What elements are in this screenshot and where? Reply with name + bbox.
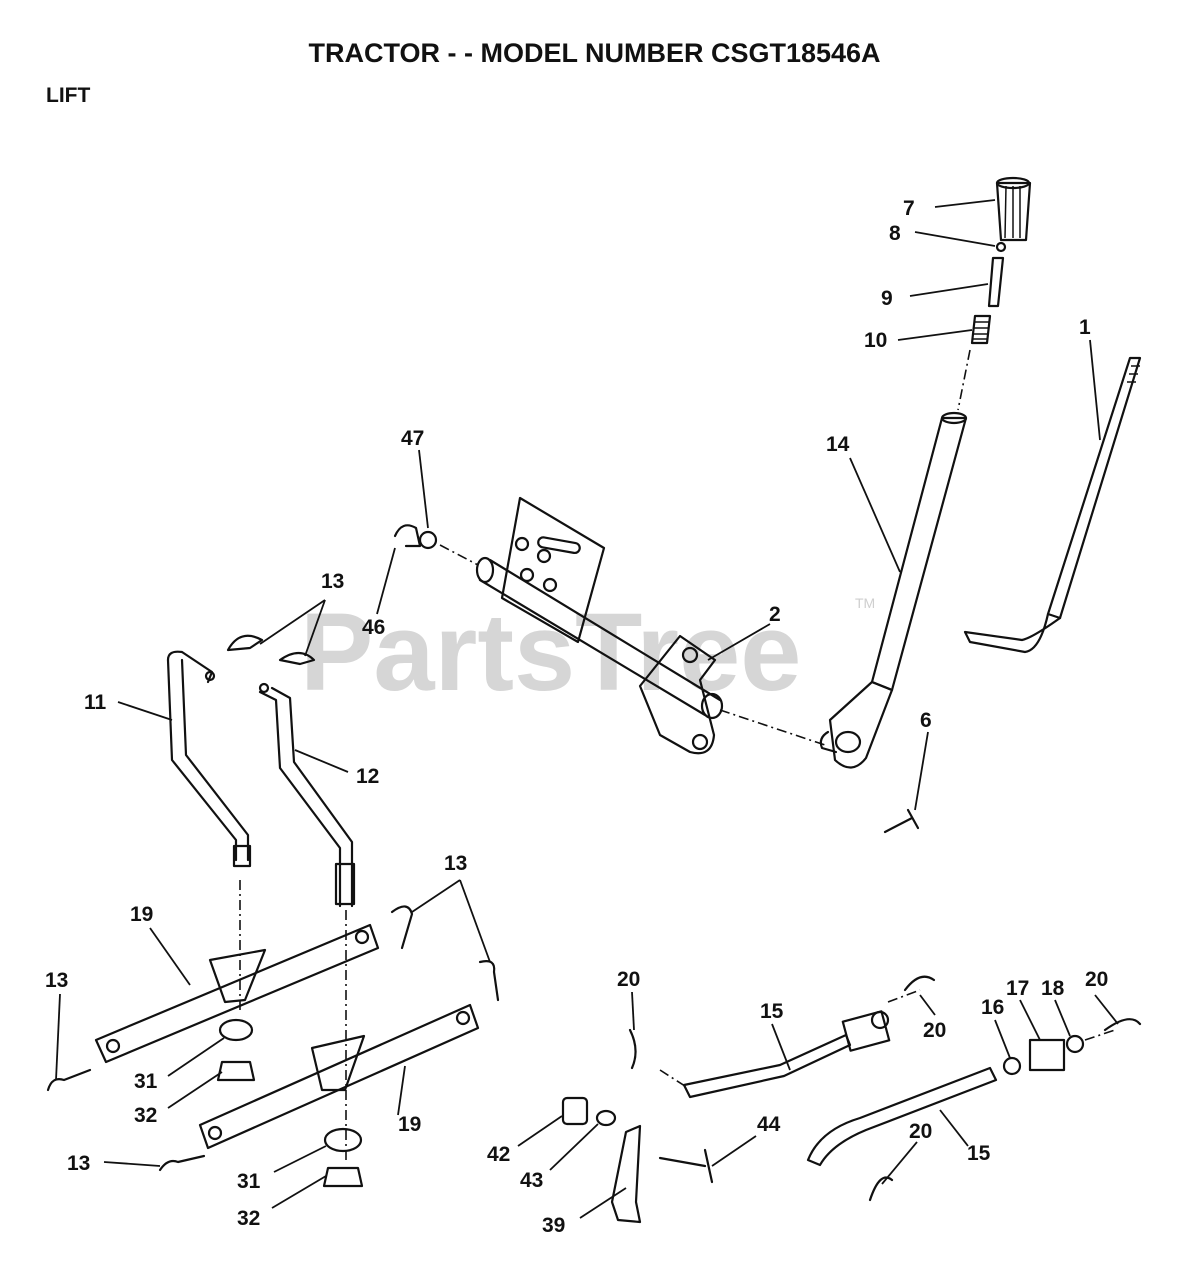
- part-lift-shaft: [475, 496, 724, 755]
- part-spacer-lower: [323, 1127, 363, 1153]
- callout-13-mid: 13: [444, 852, 467, 875]
- callout-7: 7: [903, 197, 915, 220]
- part-washer-43: [595, 1109, 617, 1127]
- part-nut-42: [561, 1096, 589, 1126]
- callout-32-upper: 32: [134, 1104, 157, 1127]
- part-nut-upper: [216, 1060, 256, 1082]
- part-hairpin-13a: [226, 634, 264, 652]
- callout-17: 17: [1006, 977, 1029, 1000]
- part-lift-handle: [819, 411, 968, 769]
- callout-10: 10: [864, 329, 887, 352]
- callout-19-upper: 19: [130, 903, 153, 926]
- callout-44: 44: [757, 1113, 781, 1136]
- callout-20-c: 20: [1085, 968, 1108, 991]
- callout-16: 16: [981, 996, 1004, 1019]
- part-hairpin-13f: [158, 1154, 206, 1172]
- callout-43: 43: [520, 1169, 543, 1192]
- part-block-17: [1028, 1038, 1066, 1072]
- page-title: TRACTOR - - MODEL NUMBER CSGT18546A: [308, 38, 881, 68]
- callout-15-upper: 15: [760, 1000, 784, 1023]
- callout-47: 47: [401, 427, 424, 450]
- part-hairpin-13c: [390, 905, 414, 950]
- callout-20-d: 20: [909, 1120, 932, 1143]
- callout-12: 12: [356, 765, 379, 788]
- callout-13-bottom: 13: [67, 1152, 90, 1175]
- part-hairpin-13e: [46, 1068, 92, 1092]
- part-bolt-44: [658, 1148, 714, 1184]
- leader-lines: [55, 199, 1119, 1219]
- callout-14: 14: [826, 433, 850, 456]
- callout-42: 42: [487, 1143, 510, 1166]
- part-hairpin-clip: [393, 524, 422, 548]
- part-grip-handle: [995, 176, 1032, 242]
- part-nut-18: [1065, 1034, 1085, 1054]
- part-lift-arm-upper: [94, 923, 380, 1064]
- callout-20-b: 20: [923, 1019, 946, 1042]
- callout-31-upper: 31: [134, 1070, 158, 1093]
- part-washer-16: [1002, 1056, 1022, 1076]
- callout-31-lower: 31: [237, 1170, 261, 1193]
- part-hairpin-13d: [478, 960, 500, 1002]
- callout-13-top: 13: [321, 570, 344, 593]
- part-washer: [418, 530, 438, 550]
- part-lift-link-left: [166, 650, 252, 868]
- part-bracket-39: [610, 1124, 642, 1224]
- callout-9: 9: [881, 287, 893, 310]
- callout-6: 6: [920, 709, 932, 732]
- part-cotter-20b: [903, 975, 936, 992]
- part-cotter-20a: [628, 1028, 637, 1070]
- section-label: LIFT: [46, 84, 91, 107]
- part-spacer-upper: [218, 1018, 254, 1042]
- callout-8: 8: [889, 222, 901, 245]
- callout-labels: 7 8 9 10 1 14 47 46 13 2 11 12 6 13 19 1…: [45, 197, 1108, 1237]
- part-rod-lower: [806, 1066, 998, 1167]
- watermark-trademark: TM: [855, 595, 875, 611]
- callout-32-lower: 32: [237, 1207, 260, 1230]
- part-cotter-20c: [1103, 1018, 1142, 1032]
- callout-18: 18: [1041, 977, 1065, 1000]
- part-pin: [987, 256, 1005, 308]
- part-cotter-20d: [868, 1176, 894, 1202]
- part-lift-link-right: [258, 682, 356, 908]
- part-rod-upper: [682, 1010, 891, 1099]
- part-lift-arm-lower: [198, 1003, 480, 1150]
- callout-19-lower: 19: [398, 1113, 421, 1136]
- callout-20-a: 20: [617, 968, 640, 991]
- part-ball: [995, 241, 1007, 253]
- watermark-text: PartsTree: [300, 591, 801, 714]
- part-bolt: [883, 808, 920, 834]
- callout-11: 11: [84, 691, 107, 714]
- part-cable-rod: [963, 356, 1142, 654]
- callout-2: 2: [769, 603, 781, 626]
- part-hairpin-13b: [278, 651, 316, 666]
- part-nut-lower: [322, 1166, 364, 1188]
- callout-15-lower: 15: [967, 1142, 991, 1165]
- part-spring: [970, 314, 992, 345]
- callout-13-left: 13: [45, 969, 68, 992]
- callout-1: 1: [1079, 316, 1091, 339]
- callout-39: 39: [542, 1214, 565, 1237]
- callout-46: 46: [362, 616, 385, 639]
